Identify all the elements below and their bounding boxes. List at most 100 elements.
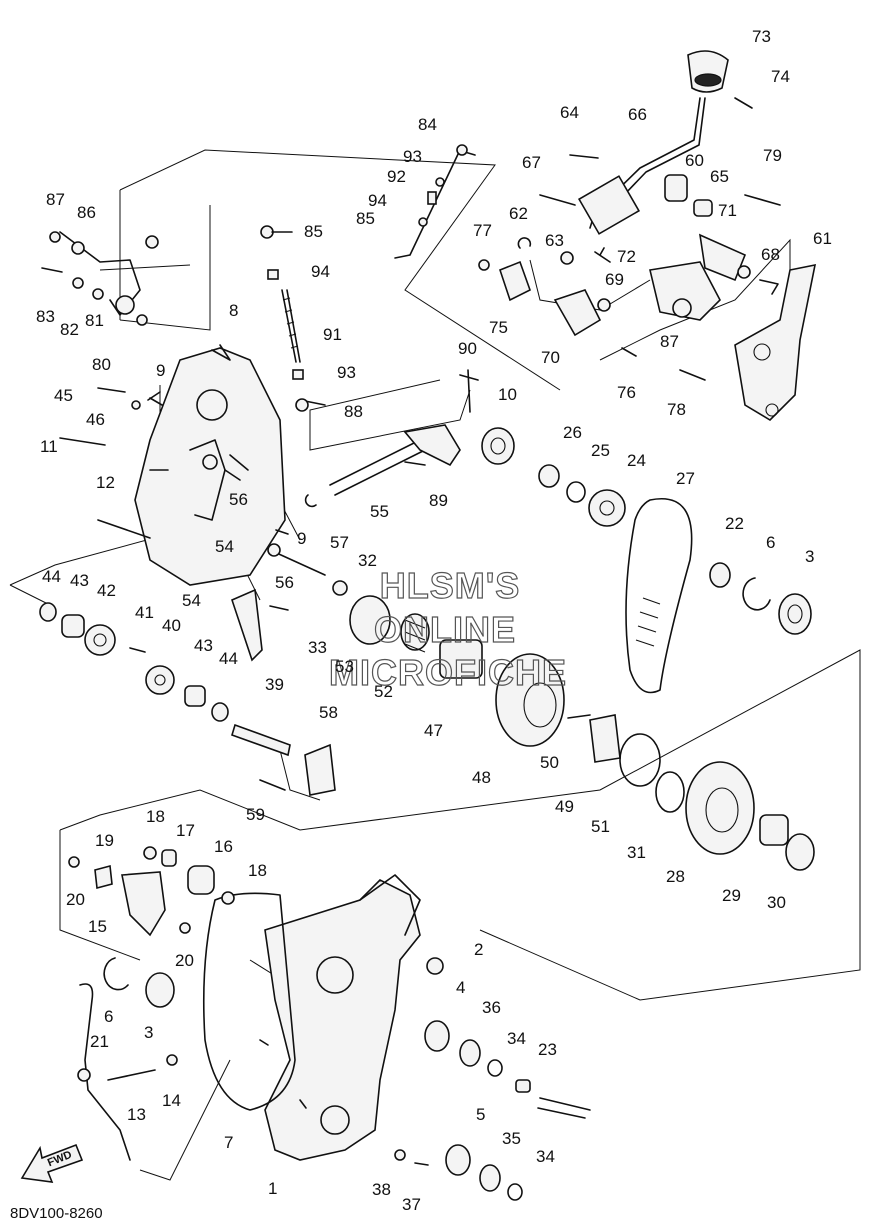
callout: 61 xyxy=(813,229,832,248)
housing-upper-flange xyxy=(359,874,421,936)
washer-44b xyxy=(211,702,229,722)
ring-31 xyxy=(655,771,685,813)
callout: 27 xyxy=(676,469,695,488)
sprocket-28 xyxy=(685,761,755,855)
washer-82 xyxy=(72,277,84,289)
shaft-55 xyxy=(329,439,426,496)
callout: 65 xyxy=(710,167,729,186)
housing-1 xyxy=(264,879,421,1161)
callout: 25 xyxy=(591,441,610,460)
callout: 12 xyxy=(96,473,115,492)
seal-4 xyxy=(424,1020,450,1052)
ball-joint-84 xyxy=(456,144,468,156)
dipstick-grip xyxy=(77,1068,91,1082)
washer-38 xyxy=(394,1149,406,1161)
cover-bearing-bore xyxy=(196,389,228,421)
callout: 33 xyxy=(308,638,327,657)
bearing-3 xyxy=(778,593,812,635)
callout: 37 xyxy=(402,1195,421,1214)
nut-20 xyxy=(68,856,80,868)
clip-68 xyxy=(759,279,779,295)
callout: 87 xyxy=(46,190,65,209)
nut-87b xyxy=(145,235,159,249)
bearing-3-bore xyxy=(787,604,803,624)
shift-lever-assembly xyxy=(478,50,817,422)
callout: 79 xyxy=(763,146,782,165)
callout: 47 xyxy=(424,721,443,740)
callout: 26 xyxy=(563,423,582,442)
washer-18 xyxy=(143,846,157,860)
callout: 49 xyxy=(555,797,574,816)
spring-41 xyxy=(129,647,146,653)
bushing-87 xyxy=(672,298,692,318)
bolt-32-head xyxy=(267,543,281,557)
clip-33 xyxy=(332,580,348,596)
bearing-43 xyxy=(61,614,85,638)
callout: 44 xyxy=(42,567,61,586)
callout: 59 xyxy=(246,805,265,824)
bolts-64-67 xyxy=(539,154,599,206)
nut-20b xyxy=(179,922,191,934)
nut-94b xyxy=(267,269,279,280)
housing-upper-bore xyxy=(316,956,354,994)
callout: 55 xyxy=(370,502,389,521)
washer-18b xyxy=(221,891,235,905)
bracket-hole-lower xyxy=(765,403,779,417)
watermark: HLSM'S ONLINE MICROFICHE xyxy=(328,564,566,693)
callout: 63 xyxy=(545,231,564,250)
bolt-45 xyxy=(97,387,126,393)
callout: 60 xyxy=(685,151,704,170)
pin-19 xyxy=(94,864,113,890)
callout: 10 xyxy=(498,385,517,404)
callout: 6 xyxy=(104,1007,113,1026)
callout: 53 xyxy=(335,657,354,676)
callout: 73 xyxy=(752,27,771,46)
callout: 51 xyxy=(591,817,610,836)
bearing-35 xyxy=(479,1164,501,1192)
callout: 43 xyxy=(194,636,213,655)
callout: 85 xyxy=(304,222,323,241)
chain-links xyxy=(635,597,661,647)
callout: 20 xyxy=(175,951,194,970)
callout: 4 xyxy=(456,978,465,997)
lower-tensioner-parts xyxy=(68,846,235,937)
callout: 76 xyxy=(617,383,636,402)
chain-27 xyxy=(625,498,693,694)
callout: 62 xyxy=(509,204,528,223)
watermark-line-1: HLSM'S xyxy=(380,565,521,606)
chain-assembly xyxy=(538,464,812,694)
callout: 52 xyxy=(374,682,393,701)
callout: 86 xyxy=(77,203,96,222)
washer-82b xyxy=(136,314,148,326)
nut-63 xyxy=(560,251,574,265)
pin-90 xyxy=(459,369,479,413)
callout: 18 xyxy=(248,861,267,880)
callout: 16 xyxy=(214,837,233,856)
circlip-34 xyxy=(487,1059,503,1077)
callout: 41 xyxy=(135,603,154,622)
callout: 17 xyxy=(176,821,195,840)
linkage-arm-80 xyxy=(59,231,141,316)
sprocket-42 xyxy=(84,624,116,656)
bolt-13 xyxy=(107,1069,156,1081)
callout: 39 xyxy=(265,675,284,694)
washer-86 xyxy=(71,241,85,255)
callout: 56 xyxy=(229,490,248,509)
callout: 93 xyxy=(403,147,422,166)
callout: 2 xyxy=(474,940,483,959)
nut-69 xyxy=(737,265,751,279)
callout: 84 xyxy=(418,115,437,134)
callout: 42 xyxy=(97,581,116,600)
tensioner-15 xyxy=(121,871,166,937)
bolt-59 xyxy=(259,779,286,791)
callout: 57 xyxy=(330,533,349,552)
callout: 5 xyxy=(476,1105,485,1124)
sprocket-24-hub xyxy=(599,500,615,516)
collar-81 xyxy=(92,288,104,300)
arm-pivot xyxy=(115,295,135,315)
spring-72 xyxy=(594,247,611,263)
callout: 7 xyxy=(224,1133,233,1152)
callout: 38 xyxy=(372,1180,391,1199)
washer-44 xyxy=(39,602,57,622)
collar-23 xyxy=(515,1079,531,1093)
